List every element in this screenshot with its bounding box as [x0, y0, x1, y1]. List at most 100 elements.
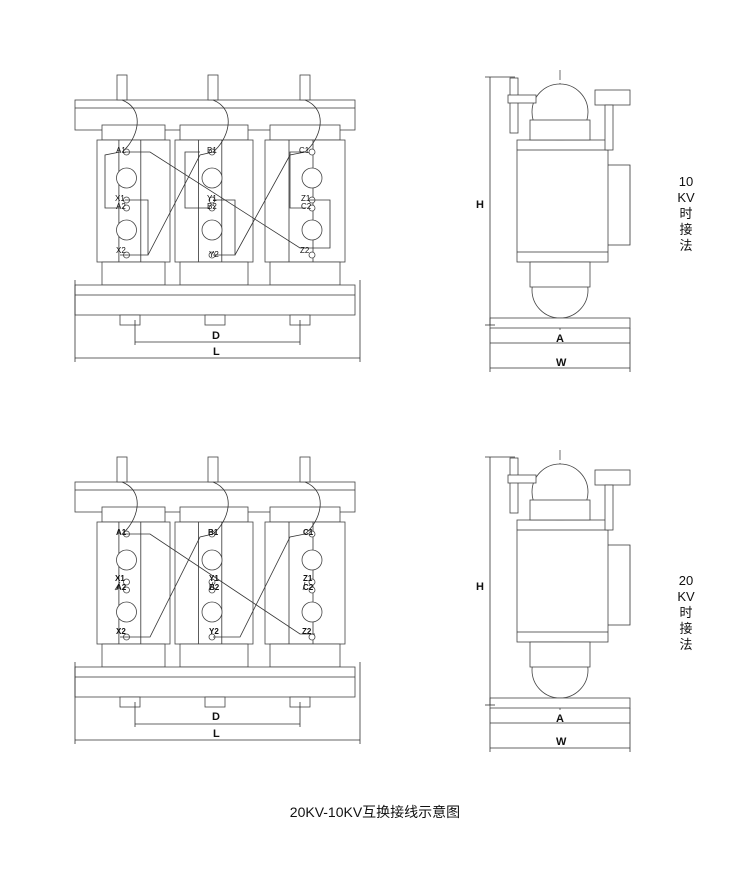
terminal-label: A1	[116, 528, 127, 537]
view-20kv: A1 X1 A2 X2 B1 Y1 B2 Y2 C1 Z1 C2 Z2	[115, 528, 314, 636]
bottom-clamp-beam	[74, 666, 356, 698]
cable	[114, 581, 121, 591]
terminal-label: C2	[301, 202, 312, 211]
terminal-label: C2	[303, 583, 314, 592]
coil-side	[516, 519, 609, 643]
clamp-bracket	[529, 641, 591, 668]
coil-top	[179, 124, 249, 141]
terminal-label: Y2	[209, 627, 219, 636]
dimension-l: L	[213, 728, 220, 740]
terminal-label: Z2	[302, 627, 312, 636]
terminal-label: Z2	[300, 246, 310, 255]
voltage-label: 时	[679, 605, 692, 620]
terminal-label: C1	[303, 528, 314, 537]
terminal-label: X1	[115, 194, 125, 203]
cable	[213, 533, 306, 638]
voltage-label: 法	[679, 637, 692, 652]
cable	[184, 151, 210, 209]
terminal-label: A2	[116, 202, 126, 211]
voltage-label: KV	[677, 190, 695, 205]
diagram-caption: 20KV-10KV互换接线示意图	[290, 804, 460, 820]
terminal-label: A1	[116, 146, 126, 155]
cable	[213, 199, 236, 256]
coil-bottom	[179, 643, 249, 668]
terminal-stud	[308, 586, 316, 594]
tap-changer	[301, 167, 323, 189]
hv-bushing	[299, 74, 311, 101]
hv-lead	[121, 481, 138, 535]
drawing-lines	[74, 70, 631, 752]
hv-bushing	[594, 469, 631, 486]
hv-lead	[304, 481, 321, 535]
view-20kv-dims: D L H A W 20 KV 时 接 法	[212, 573, 695, 748]
voltage-label: 10	[679, 174, 693, 189]
terminal-label: X2	[116, 627, 126, 636]
terminal-stud	[308, 578, 316, 586]
hv-bushing	[594, 89, 631, 106]
cable	[147, 151, 214, 256]
dimension-h: H	[476, 199, 484, 211]
tap-changer	[201, 167, 223, 189]
coil-bottom	[269, 261, 341, 286]
coil-bottom	[179, 261, 249, 286]
tap-changer	[301, 219, 323, 241]
base-plate	[489, 697, 631, 709]
wheel-mount	[119, 314, 141, 326]
dimension-l: L	[213, 346, 220, 358]
lv-terminal	[507, 94, 537, 104]
tap-changer	[116, 549, 137, 571]
cable	[104, 151, 121, 209]
terminal-stud	[308, 204, 316, 212]
dimension-w: W	[556, 357, 567, 369]
bottom-clamp-beam	[74, 284, 356, 316]
terminal-label: Y1	[209, 574, 219, 583]
cable	[120, 199, 149, 256]
cable	[209, 581, 214, 591]
terminal-label: Z1	[301, 194, 311, 203]
hv-bushing	[116, 74, 128, 101]
hv-bushing	[116, 456, 128, 483]
terminal-stud	[308, 148, 316, 156]
coil-top	[269, 124, 341, 141]
voltage-label: 接	[679, 621, 692, 636]
dimension-d: D	[212, 330, 220, 342]
terminal-label: X1	[115, 574, 125, 583]
dimension-d: D	[212, 711, 220, 723]
tap-changer	[116, 601, 137, 623]
coil-bottom	[101, 261, 166, 286]
hv-bushing	[207, 74, 219, 101]
terminal-label: Y1	[207, 194, 217, 203]
cable	[289, 151, 305, 209]
terminal-label: X2	[116, 246, 126, 255]
terminal-stud	[308, 251, 316, 259]
tap-changer	[201, 601, 223, 623]
terminal-label: C1	[299, 146, 310, 155]
terminal-stud	[123, 578, 130, 586]
voltage-label: KV	[677, 589, 695, 604]
side-bracket	[608, 544, 631, 626]
cable	[120, 533, 214, 638]
terminal-label: Y2	[209, 250, 219, 259]
terminal-stud	[123, 204, 130, 212]
coil-top	[269, 506, 341, 523]
voltage-label: 接	[679, 222, 692, 237]
dimension-w: W	[556, 736, 567, 748]
tap-changer	[301, 549, 323, 571]
lv-bar	[509, 457, 519, 514]
voltage-label: 时	[679, 206, 692, 221]
cable	[302, 581, 306, 591]
clamp-bracket	[529, 119, 591, 141]
terminal-label: B1	[207, 146, 217, 155]
view-10kv: A1 X1 A2 X2 B1 Y1 B2 Y2 C1 Z1 C2 Z2 D L …	[115, 146, 695, 369]
wheel-mount	[204, 696, 226, 708]
wheel-mount	[204, 314, 226, 326]
cable	[125, 533, 315, 635]
tap-changer	[201, 219, 223, 241]
terminal-stud	[123, 586, 130, 594]
base-plate	[489, 317, 631, 329]
tap-changer	[116, 167, 137, 189]
cable	[234, 151, 306, 256]
terminal-stud	[308, 530, 316, 538]
dimension-a: A	[556, 713, 564, 725]
